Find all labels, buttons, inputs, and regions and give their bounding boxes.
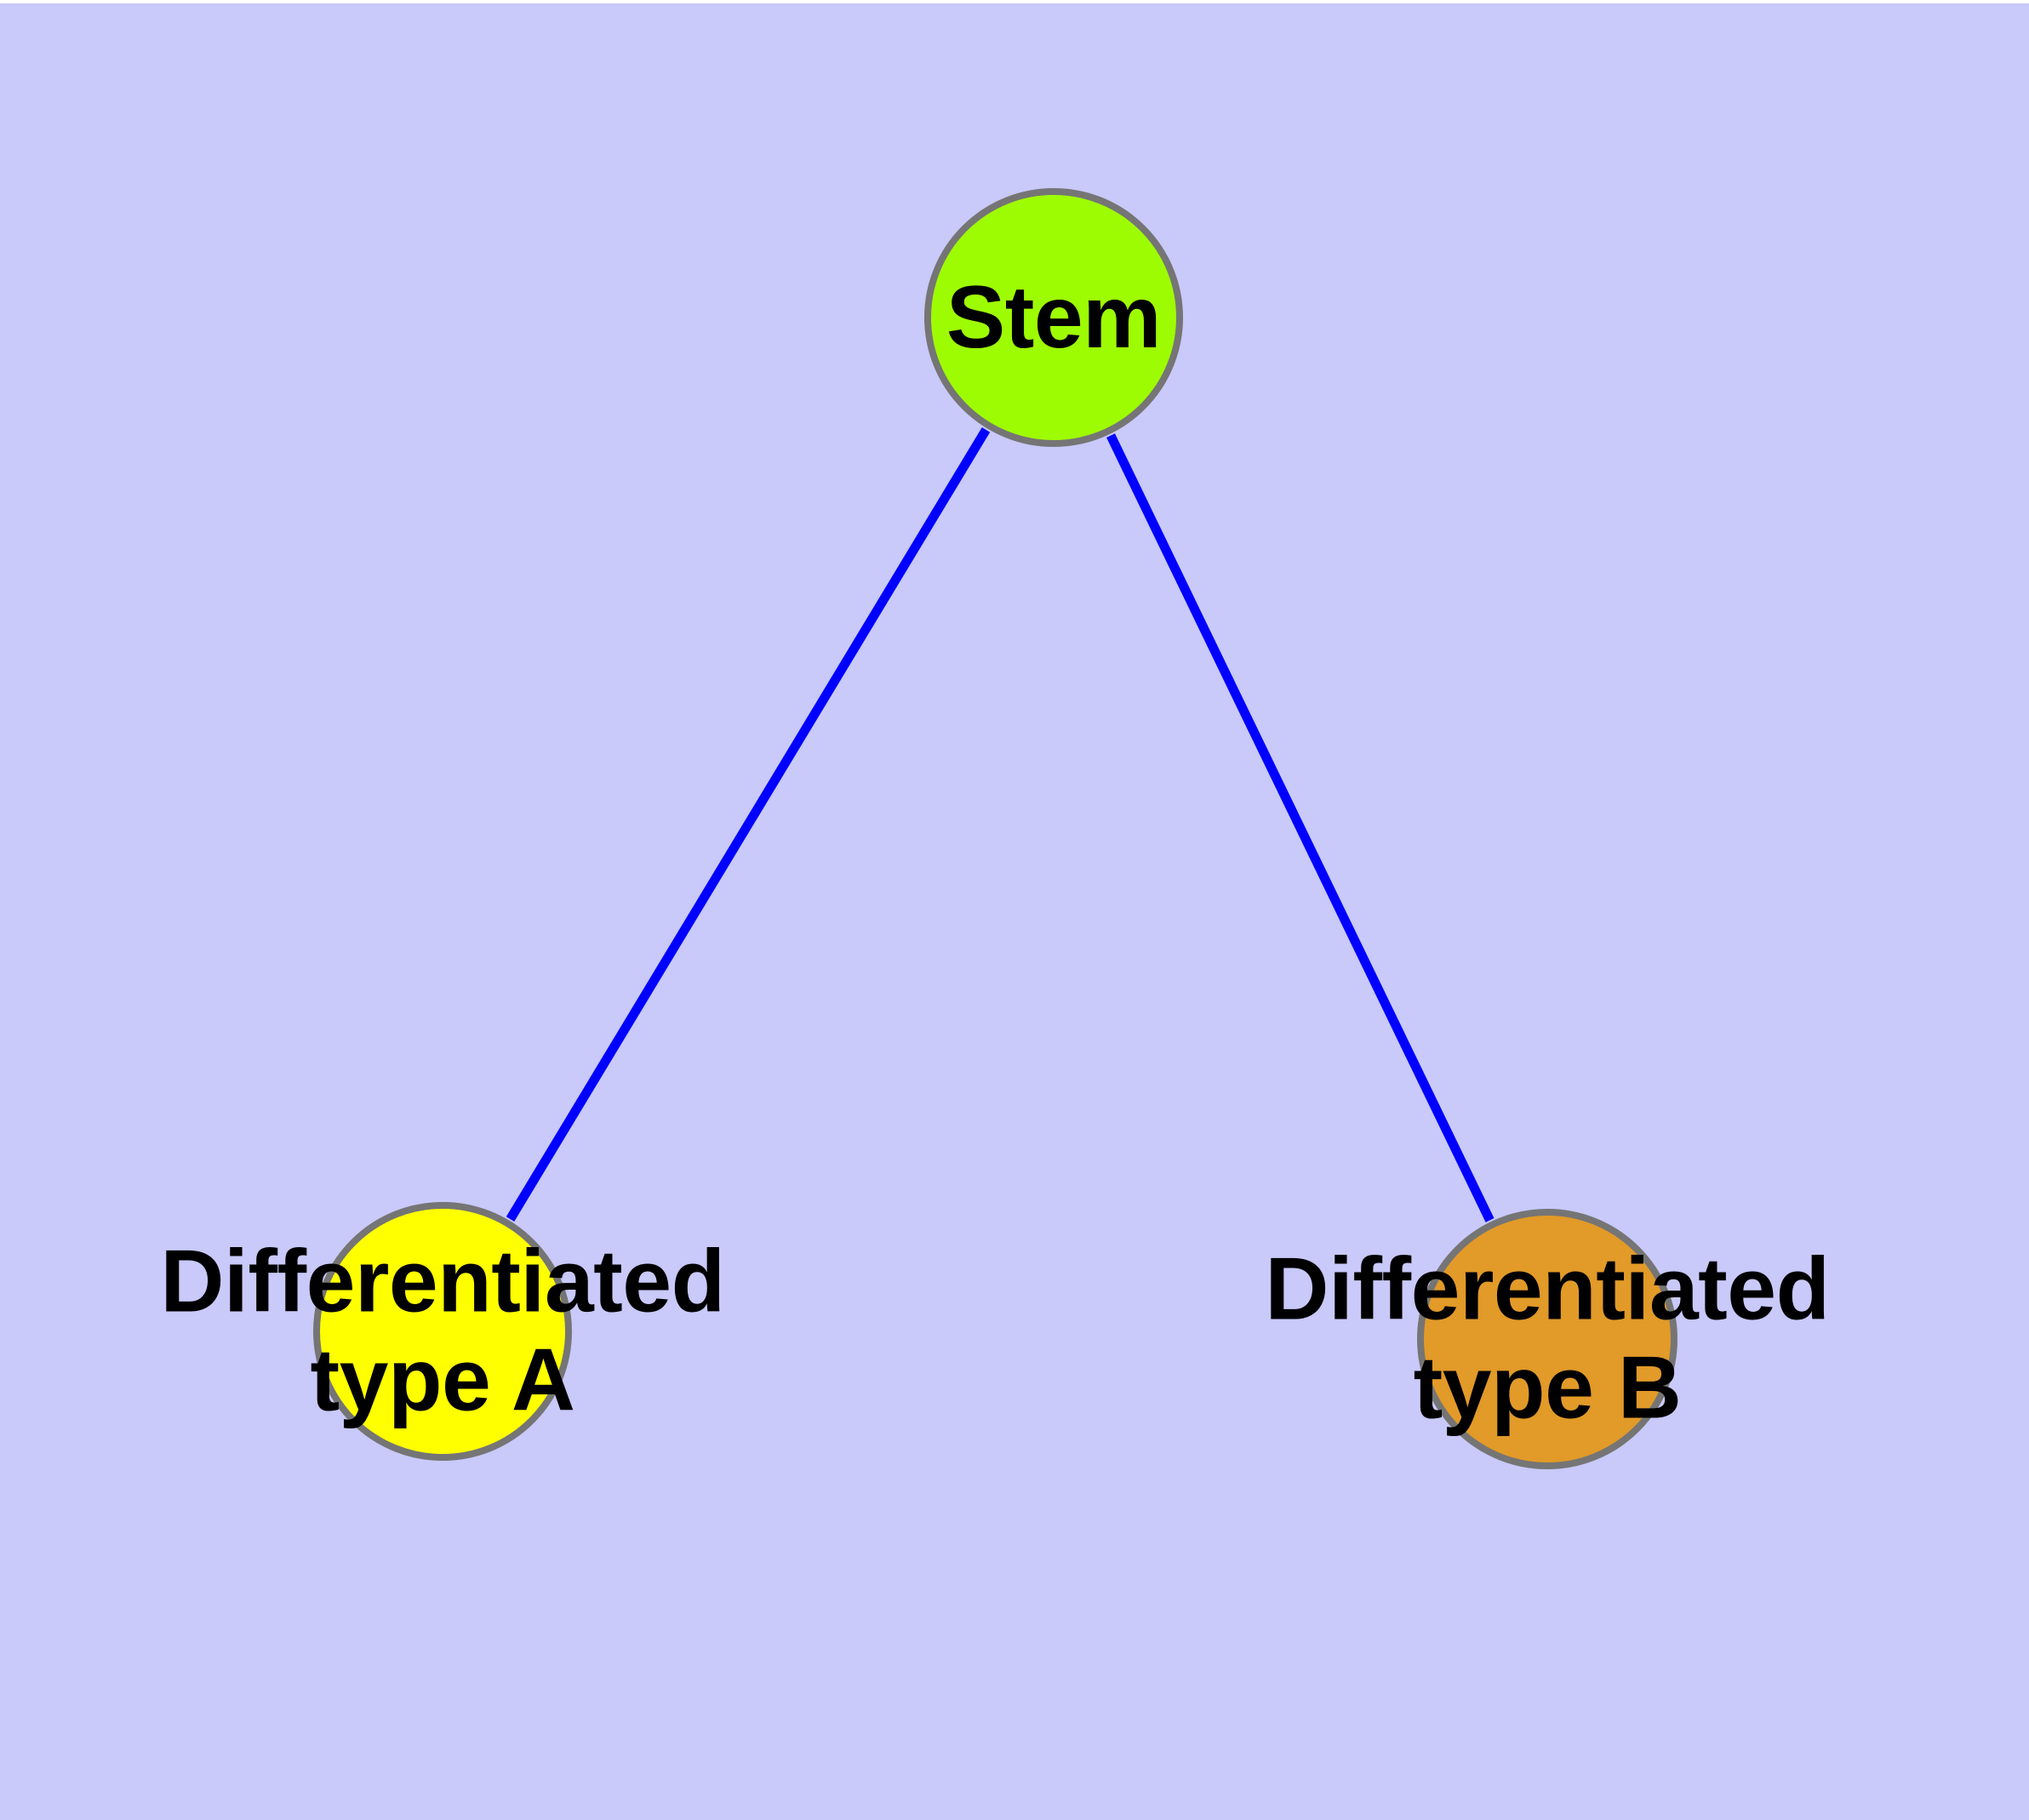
graph-node-diff_a[interactable] <box>313 1202 572 1461</box>
graph-edge-stem-diff_b <box>1106 433 1495 1222</box>
edge-layer <box>506 427 1495 1222</box>
graph-node-stem[interactable] <box>924 188 1183 447</box>
node-layer <box>313 188 1677 1469</box>
graph-edge-stem-diff_a <box>506 427 991 1222</box>
graph-node-diff_b[interactable] <box>1417 1209 1677 1469</box>
